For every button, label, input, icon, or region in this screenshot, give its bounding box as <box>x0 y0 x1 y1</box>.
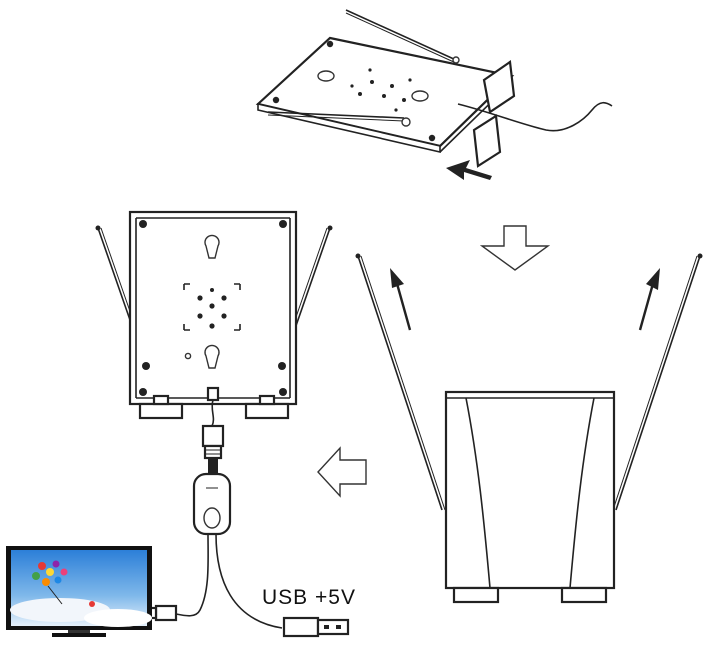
usb-power-label: USB +5V <box>262 586 356 609</box>
arrow-down-icon <box>479 225 551 271</box>
arrow-left-icon <box>317 446 367 498</box>
antenna-top-view-icon <box>255 9 613 180</box>
arrow-up-icon <box>390 268 660 331</box>
tv-icon <box>6 546 152 637</box>
usb-plug-icon <box>282 616 350 638</box>
antenna-front-view-icon <box>355 253 703 604</box>
cable-assembly <box>201 386 225 474</box>
antenna-back-view-icon <box>95 210 333 420</box>
amplifier-icon <box>175 472 283 629</box>
